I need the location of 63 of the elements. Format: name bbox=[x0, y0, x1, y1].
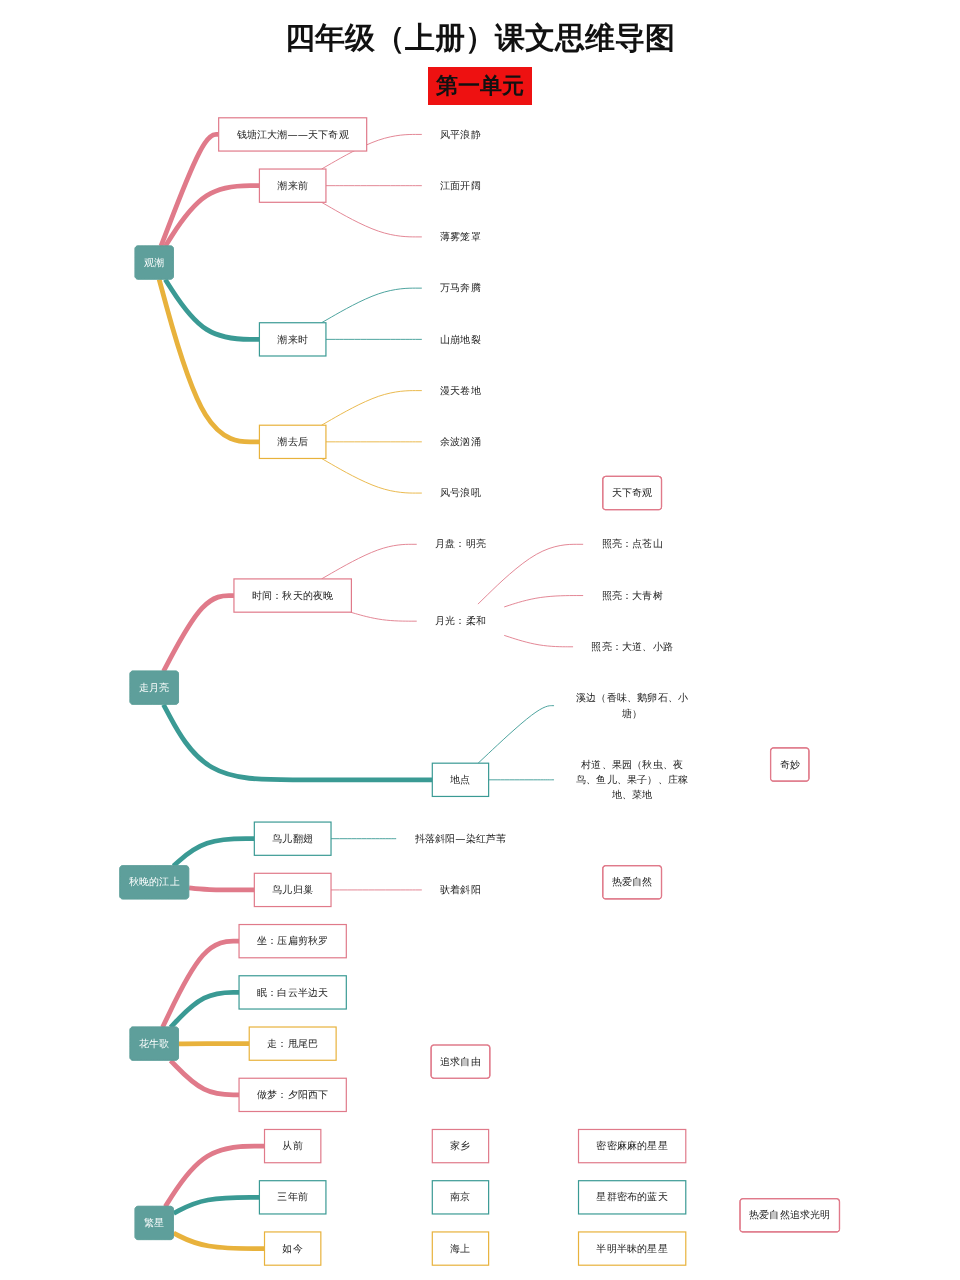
connector bbox=[477, 543, 585, 605]
unit-badge: 第一单元 bbox=[428, 67, 532, 105]
node-box: 半明半昧的星星 bbox=[578, 1231, 687, 1266]
connector bbox=[172, 1194, 260, 1216]
connector bbox=[189, 885, 255, 893]
node-text: 江面开阔 bbox=[440, 179, 482, 192]
node-text: 照亮：大道、小路 bbox=[591, 640, 674, 653]
node-box: 钱塘江大潮——天下奇观 bbox=[218, 117, 368, 152]
connector bbox=[179, 1041, 250, 1047]
node-text: 村道、果园（秋虫、夜鸟、鱼儿、果子）、庄稼地、菜地 bbox=[576, 758, 689, 801]
node-text: 余波汹涌 bbox=[440, 435, 482, 448]
connector bbox=[321, 201, 423, 238]
connector bbox=[350, 611, 418, 622]
connector bbox=[321, 287, 423, 324]
connector bbox=[161, 593, 235, 673]
node-text: 照亮：大青树 bbox=[601, 589, 664, 602]
connector bbox=[163, 278, 260, 342]
node-box: 南京 bbox=[432, 1180, 490, 1215]
node-box: 三年前 bbox=[259, 1180, 327, 1215]
node-text: 风平浪静 bbox=[440, 127, 482, 140]
connector bbox=[169, 990, 240, 1029]
node-text: 抖落斜阳—染红芦苇 bbox=[414, 832, 507, 845]
title: 四年级（上册）课文思维导图 bbox=[285, 19, 675, 57]
node-text: 薄雾笼罩 bbox=[440, 230, 482, 243]
connector bbox=[503, 595, 585, 608]
node-text: 月光：柔和 bbox=[435, 614, 487, 627]
node-box: 走：甩尾巴 bbox=[249, 1026, 338, 1061]
connector bbox=[161, 703, 433, 783]
node-box: 鸟儿归巢 bbox=[254, 872, 332, 908]
connector bbox=[169, 1058, 240, 1098]
node-box: 地点 bbox=[432, 762, 490, 798]
connector bbox=[488, 779, 556, 781]
node-box: 海上 bbox=[432, 1231, 490, 1266]
node-box: 鸟儿翻翅 bbox=[254, 821, 332, 856]
connector bbox=[503, 634, 575, 648]
node-box: 潮来时 bbox=[259, 322, 327, 357]
node-box: 密密麻麻的星星 bbox=[578, 1128, 687, 1164]
node-text: 驮着斜阳 bbox=[440, 883, 482, 896]
connector bbox=[321, 458, 423, 494]
connector bbox=[163, 1143, 265, 1208]
connector bbox=[321, 543, 418, 580]
node-box: 从前 bbox=[264, 1128, 322, 1164]
node-text: 山崩地裂 bbox=[440, 332, 482, 345]
node-text: 月盘：明亮 bbox=[435, 537, 487, 550]
node-box: 潮来前 bbox=[259, 168, 327, 203]
node-box: 如今 bbox=[264, 1231, 322, 1266]
connector bbox=[173, 1231, 265, 1251]
node-box: 家乡 bbox=[432, 1128, 490, 1164]
connector bbox=[157, 278, 260, 445]
node-text: 风号浪吼 bbox=[440, 486, 482, 499]
node-box: 坐：压扁剪秋罗 bbox=[238, 923, 348, 959]
connector bbox=[478, 705, 556, 764]
node-text: 漫天卷地 bbox=[440, 384, 482, 397]
connector bbox=[321, 390, 423, 426]
node-text: 照亮：点苍山 bbox=[601, 537, 664, 550]
node-box: 星群密布的蓝天 bbox=[578, 1180, 687, 1215]
node-box: 做梦：夕阳西下 bbox=[238, 1077, 348, 1113]
node-text: 万马奔腾 bbox=[440, 281, 482, 294]
node-box: 时间：秋天的夜晚 bbox=[233, 578, 353, 613]
node-text: 溪边（香味、鹅卵石、小塘） bbox=[576, 691, 689, 719]
node-box: 眠：白云半边天 bbox=[238, 975, 348, 1010]
connector bbox=[160, 938, 240, 1029]
node-box: 潮去后 bbox=[259, 424, 327, 460]
